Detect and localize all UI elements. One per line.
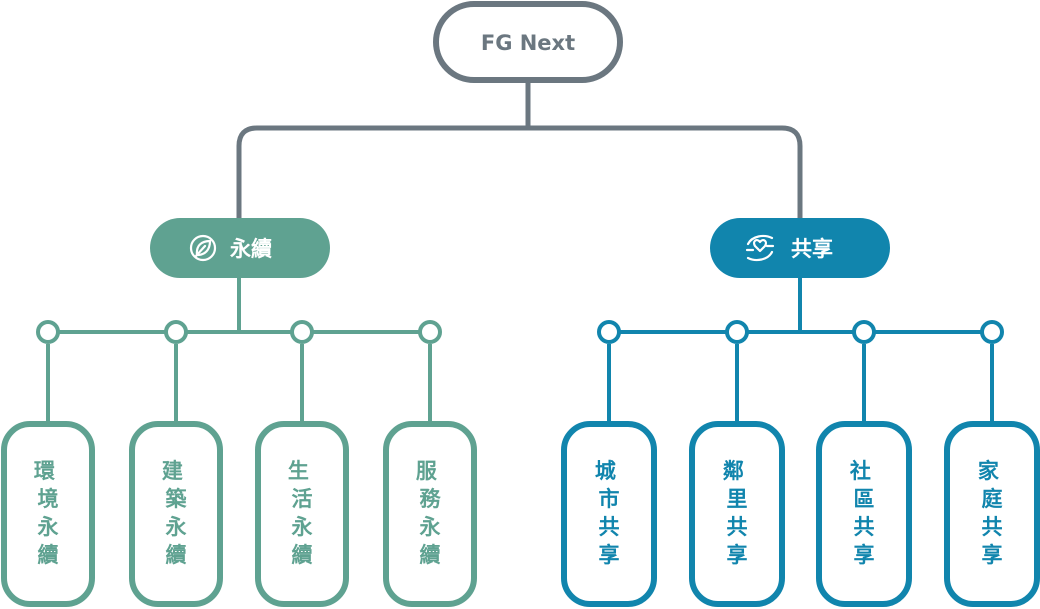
root-node: FG Next (433, 1, 623, 83)
root-node-box (433, 1, 623, 83)
junction-dot (418, 320, 442, 344)
junction-dots (597, 320, 1004, 344)
leaf-label-char: 鄰 (723, 459, 744, 483)
hands-heart-icon (745, 234, 775, 262)
leaf-node: 家 庭共享 (944, 421, 1040, 607)
leaf-icon (189, 234, 217, 262)
leaf-box (383, 421, 477, 607)
leaf-label-char: 築 (165, 487, 188, 511)
leaf-label-char: 享 (727, 543, 748, 567)
leaf-node: 服 務永續 (383, 421, 477, 607)
leaf-label: 鄰 里共享 (723, 459, 751, 567)
leaf-label-char: 服 (416, 459, 438, 483)
leaf-label-char: 享 (854, 543, 875, 567)
leaf-label-char: 共 (727, 515, 748, 539)
leaf-node: 建 築永續 (129, 421, 223, 607)
leaf-label-char: 環 (34, 459, 56, 483)
category-pill (150, 218, 330, 278)
leaf-box (816, 421, 912, 607)
leaf-label-char: 家 (978, 459, 1000, 483)
junction-dot (164, 320, 188, 344)
leaf-label-char: 社 (849, 459, 871, 483)
leaf-label-char: 活 (292, 487, 313, 511)
category-connectors (46, 278, 432, 424)
category-pill (710, 218, 890, 278)
leaf-node: 鄰 里共享 (689, 421, 785, 607)
leaf-label-char: 里 (727, 487, 748, 511)
junction-dot (725, 320, 749, 344)
leaf-label-char: 共 (982, 515, 1003, 539)
leaf-node: 環 境永續 (1, 421, 95, 607)
leaf-label: 生 活永續 (288, 459, 316, 567)
leaf-label-char: 永 (419, 515, 441, 539)
leaf-label: 城 市共享 (595, 459, 623, 567)
leaf-label-char: 續 (38, 543, 59, 567)
category-label: 共享 (791, 237, 833, 261)
category-label: 永續 (229, 237, 272, 261)
leaf-label-char: 續 (420, 543, 441, 567)
leaf-node: 生 活永續 (255, 421, 349, 607)
leaf-label: 服 務永續 (416, 459, 444, 567)
leaf-box (1, 421, 95, 607)
leaf-node: 城 市共享 (561, 421, 657, 607)
leaf-label-char: 建 (162, 459, 183, 483)
category-sharing: 共享 城 市共享 鄰 里共享 社 區共享 家 庭共享 (561, 218, 1040, 607)
leaf-label: 環 境永續 (34, 459, 62, 567)
leaf-label: 社 區共享 (849, 459, 878, 567)
leaf-label: 建 築永續 (162, 459, 190, 567)
leaf-label: 家 庭共享 (978, 459, 1006, 567)
leaf-box (689, 421, 785, 607)
junction-dot (290, 320, 314, 344)
leaf-label-char: 市 (599, 487, 620, 511)
leaf-label-char: 續 (292, 543, 313, 567)
leaf-box (944, 421, 1040, 607)
leaf-box (255, 421, 349, 607)
junction-dot (980, 320, 1004, 344)
leaf-label-char: 城 (595, 459, 616, 483)
root-branch (236, 125, 803, 223)
category-sustainability: 永續 環 境永續 建 築永續 生 活永續 服 務永續 (1, 218, 477, 607)
leaf-label-char: 享 (982, 543, 1003, 567)
junction-dot (597, 320, 621, 344)
leaf-label-char: 續 (166, 543, 187, 567)
leaf-box (561, 421, 657, 607)
leaf-box (129, 421, 223, 607)
root-label: FG Next (481, 31, 575, 55)
category-connectors (607, 278, 994, 424)
leaf-label-char: 境 (38, 487, 59, 511)
leaf-label-char: 區 (854, 487, 875, 511)
root-connectors (236, 77, 803, 223)
leaf-label-char: 永 (165, 515, 187, 539)
junction-dots (36, 320, 442, 344)
junction-dot (852, 320, 876, 344)
leaf-label-char: 務 (420, 487, 442, 511)
leaf-label-char: 庭 (982, 487, 1003, 511)
leaf-label-char: 永 (37, 515, 59, 539)
leaf-label-char: 享 (599, 543, 620, 567)
leaf-label-char: 共 (599, 515, 620, 539)
leaf-node: 社 區共享 (816, 421, 912, 607)
junction-dot (36, 320, 60, 344)
leaf-label-char: 共 (854, 515, 875, 539)
leaf-label-char: 永 (291, 515, 313, 539)
leaf-label-char: 生 (288, 459, 309, 483)
